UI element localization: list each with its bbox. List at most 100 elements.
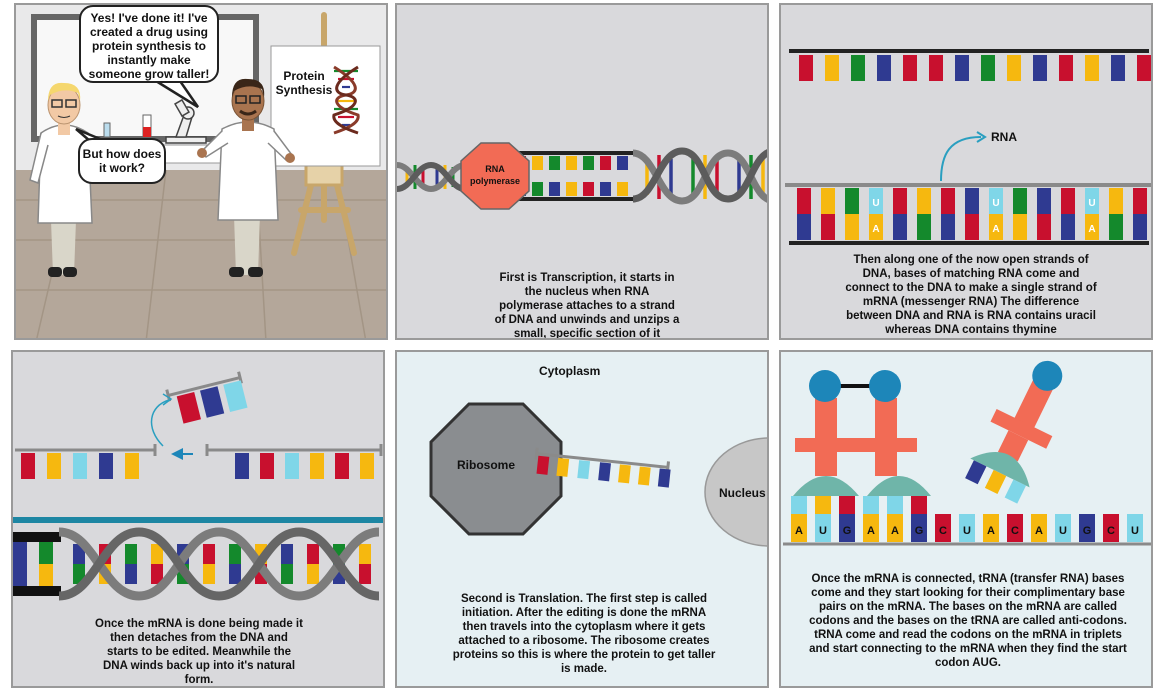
panel-4-caption: Once the mRNA is done being made it then…: [95, 618, 303, 686]
comic-panel-4: Once the mRNA is done being made it then…: [11, 350, 385, 688]
rna-base-uracil: [989, 188, 1003, 214]
dna-base: [797, 188, 811, 214]
base-letter-a: A: [872, 224, 879, 235]
transcription-diagram: [397, 142, 767, 210]
mrna-base-letter: U: [1059, 525, 1067, 537]
dna-base: [799, 55, 813, 81]
trna-anticodon-base: [863, 496, 879, 514]
dna-base: [941, 214, 955, 240]
mrna-codon-base: [1031, 514, 1047, 542]
trna-anticodon-base: [791, 496, 807, 514]
dna-base: [359, 544, 371, 564]
base-letter-a: A: [992, 224, 999, 235]
base-letter-u: U: [1088, 198, 1095, 209]
dna-base: [1109, 188, 1123, 214]
dna-base: [617, 182, 628, 196]
rna-base-uracil: [869, 188, 883, 214]
mrna-codon-base: [887, 514, 903, 542]
rna-label: RNA: [991, 130, 1017, 144]
dna-base: [929, 55, 943, 81]
comic-panel-1: Yes! I've done it! I've created a drug u…: [14, 3, 388, 340]
mrna-base: [73, 453, 87, 479]
dna-base: [203, 544, 215, 564]
mrna-base-letter: G: [915, 525, 924, 537]
dna-base: [1111, 55, 1125, 81]
speech-bubble-left: But how does it work?: [78, 138, 166, 184]
mrna-detach-diagram: [13, 371, 383, 601]
dna-base: [797, 214, 811, 240]
base-letter-u: U: [992, 198, 999, 209]
dna-base: [583, 156, 594, 170]
dna-base: [1085, 55, 1099, 81]
panel-3-caption: Then along one of the now open strands o…: [845, 254, 1097, 336]
mrna-base: [99, 453, 113, 479]
dna-base: [335, 453, 349, 479]
dna-base: [532, 182, 543, 196]
dna-base: [600, 182, 611, 196]
mrna-codon-base: [911, 514, 927, 542]
rna-base-adenine: [989, 214, 1003, 240]
mrna-base-letter: A: [867, 525, 875, 537]
speech-bubble-right: Yes! I've done it! I've created a drug u…: [79, 5, 219, 83]
dna-base: [821, 188, 835, 214]
dna-base: [903, 55, 917, 81]
mrna-codon-base: [1007, 514, 1023, 542]
trna-anticodon-base: [839, 496, 855, 514]
trna-anticodon-base: [815, 496, 831, 514]
trna-anticodon-base: [887, 496, 903, 514]
dna-base: [1037, 214, 1051, 240]
mrna-codon-base: [839, 514, 855, 542]
dna-base: [851, 55, 865, 81]
dna-base: [1061, 188, 1075, 214]
mrna-codon-base: [791, 514, 807, 542]
mrna-codon-base: [1103, 514, 1119, 542]
mrna-base: [21, 453, 35, 479]
dna-base: [941, 188, 955, 214]
dna-base: [260, 453, 274, 479]
base-letter-u: U: [872, 198, 879, 209]
dna-base: [235, 453, 249, 479]
dna-base: [965, 214, 979, 240]
mrna-base-letter: G: [1083, 525, 1092, 537]
translation-diagram: [429, 402, 767, 547]
dna-base: [821, 214, 835, 240]
dna-base: [310, 453, 324, 479]
dna-base: [125, 544, 137, 564]
nucleus-label: Nucleus: [719, 486, 766, 500]
scientist-right: [197, 78, 295, 277]
panel-6-caption: Once the mRNA is connected, tRNA (transf…: [809, 573, 1127, 669]
dna-base: [281, 564, 293, 584]
dna-base: [360, 453, 374, 479]
mrna-base-letter: C: [939, 525, 947, 537]
dna-base: [845, 214, 859, 240]
mrna-base-letter: A: [987, 525, 995, 537]
rna-polymerase-label: RNA polymerase: [469, 164, 521, 186]
dna-base: [1061, 214, 1075, 240]
dna-base: [917, 188, 931, 214]
rna-base-adenine: [869, 214, 883, 240]
dna-base: [1013, 214, 1027, 240]
mrna-base-letter: C: [1107, 525, 1115, 537]
dna-base: [285, 453, 299, 479]
dna-base: [1133, 188, 1147, 214]
dna-base: [1109, 214, 1123, 240]
rna-base-uracil: [1085, 188, 1099, 214]
mrna-codon-base: [863, 514, 879, 542]
dna-base: [600, 156, 611, 170]
dna-base: [125, 564, 137, 584]
dna-base: [151, 544, 163, 564]
dna-base: [566, 156, 577, 170]
dna-base: [1037, 188, 1051, 214]
dna-base: [917, 214, 931, 240]
dna-base: [893, 188, 907, 214]
mrna-base-letter: G: [843, 525, 852, 537]
mrna-base-letter: A: [1035, 525, 1043, 537]
dna-base: [151, 564, 163, 584]
trna-anticodon-base: [911, 496, 927, 514]
dna-base: [281, 544, 293, 564]
dna-base: [893, 214, 907, 240]
dna-base: [583, 182, 594, 196]
